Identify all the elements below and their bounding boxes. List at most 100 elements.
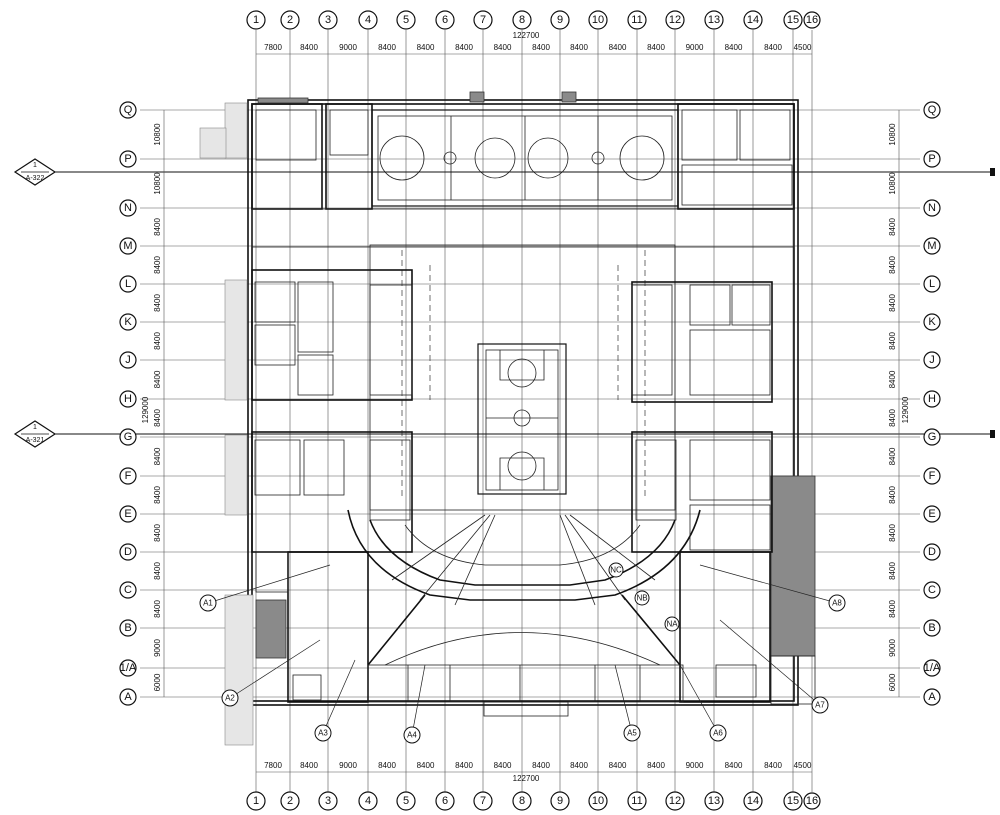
- column-spacing-dim: 8400: [378, 761, 396, 770]
- grid-lines: [140, 30, 920, 792]
- column-label: 15: [787, 795, 799, 807]
- row-label: B: [124, 622, 131, 634]
- column-label: 1: [253, 14, 259, 26]
- column-bubble-bottom: [396, 791, 416, 811]
- overall-height-dim: 129000: [141, 396, 150, 423]
- column-label: 12: [669, 795, 681, 807]
- column-spacing-dim: 8400: [764, 761, 782, 770]
- column-bubble-bottom: [665, 791, 685, 811]
- row-spacing-dim: 8400: [153, 332, 162, 350]
- column-bubble-top: [550, 10, 570, 30]
- row-bubble-right: [923, 390, 941, 408]
- column-bubble-bottom: [246, 791, 266, 811]
- column-label: 7: [480, 795, 486, 807]
- column-bubble-bottom: [627, 791, 647, 811]
- section-sheet-ref: A-322: [26, 175, 45, 182]
- row-spacing-dim: 8400: [888, 332, 897, 350]
- callout-leader: [207, 564, 331, 604]
- callout-leader: [679, 664, 719, 734]
- callout-label: A4: [407, 731, 417, 740]
- column-label: 6: [442, 14, 448, 26]
- row-spacing-dim: 8400: [153, 294, 162, 312]
- row-label: C: [124, 584, 132, 596]
- column-bubble-bottom: [318, 791, 338, 811]
- callout-label: NB: [636, 594, 647, 603]
- callout-label: A2: [225, 694, 235, 703]
- row-label: F: [929, 470, 936, 482]
- column-bubble-bottom: [783, 791, 803, 811]
- row-bubble-left: [119, 659, 137, 677]
- row-label: Q: [124, 104, 133, 116]
- row-label: G: [124, 431, 133, 443]
- column-spacing-dim: 8400: [300, 761, 318, 770]
- column-label: 12: [669, 14, 681, 26]
- callout-leader: [614, 664, 633, 734]
- overall-height-dim: 129000: [901, 396, 910, 423]
- column-bubble-top: [665, 10, 685, 30]
- row-bubble-left: [119, 467, 137, 485]
- column-spacing-dim: 9000: [339, 761, 357, 770]
- column-label: 2: [287, 14, 293, 26]
- row-spacing-dim: 8400: [153, 370, 162, 388]
- row-label: M: [123, 240, 132, 252]
- row-label: Q: [928, 104, 937, 116]
- row-spacing-dim: 8400: [153, 409, 162, 427]
- column-label: 16: [806, 795, 818, 807]
- row-label: M: [927, 240, 936, 252]
- column-spacing-dim: 8400: [609, 43, 627, 52]
- row-label: H: [124, 393, 132, 405]
- row-bubble-right: [923, 101, 941, 119]
- row-bubble-right: [923, 543, 941, 561]
- callout-label: A3: [318, 729, 328, 738]
- row-label: K: [928, 316, 936, 328]
- column-spacing-dim: 4500: [794, 761, 812, 770]
- row-label: J: [929, 354, 935, 366]
- row-spacing-dim: 8400: [888, 447, 897, 465]
- column-bubble-bottom: [550, 791, 570, 811]
- row-bubble-left: [119, 275, 137, 293]
- column-bubble-top: [318, 10, 338, 30]
- column-label: 9: [557, 14, 563, 26]
- building-outline: [199, 91, 816, 746]
- column-spacing-dim: 8400: [647, 761, 665, 770]
- callout-leader: [322, 659, 356, 734]
- callout-leader: [229, 639, 321, 699]
- row-spacing-dim: 8400: [888, 370, 897, 388]
- column-bubble-top: [512, 10, 532, 30]
- callout-label: A7: [815, 701, 825, 710]
- column-label: 3: [325, 795, 331, 807]
- column-bubble-bottom: [512, 791, 532, 811]
- row-spacing-dim: 8400: [888, 294, 897, 312]
- column-label: 7: [480, 14, 486, 26]
- column-label: 14: [747, 14, 759, 26]
- row-bubble-left: [119, 688, 137, 706]
- row-bubble-left: [119, 150, 137, 168]
- callout-label: NC: [610, 566, 622, 575]
- row-spacing-dim: 8400: [153, 486, 162, 504]
- row-spacing-dim: 8400: [888, 218, 897, 236]
- row-label: 1/A: [120, 662, 137, 674]
- row-label: E: [928, 508, 935, 520]
- column-spacing-dim: 7800: [264, 761, 282, 770]
- row-label: N: [928, 202, 936, 214]
- column-label: 5: [403, 795, 409, 807]
- column-spacing-dim: 8400: [494, 43, 512, 52]
- column-bubble-bottom: [803, 792, 821, 810]
- column-spacing-dim: 8400: [570, 761, 588, 770]
- section-number: 1: [33, 424, 37, 431]
- column-bubble-top: [704, 10, 724, 30]
- column-bubble-top: [803, 11, 821, 29]
- row-label: L: [125, 278, 131, 290]
- callout-label: NA: [666, 620, 678, 629]
- row-spacing-dim: 9000: [153, 639, 162, 657]
- column-bubble-bottom: [473, 791, 493, 811]
- row-spacing-dim: 8400: [153, 562, 162, 580]
- column-label: 9: [557, 795, 563, 807]
- row-label: P: [124, 153, 131, 165]
- row-label: K: [124, 316, 132, 328]
- row-label: F: [125, 470, 132, 482]
- column-label: 16: [806, 14, 818, 26]
